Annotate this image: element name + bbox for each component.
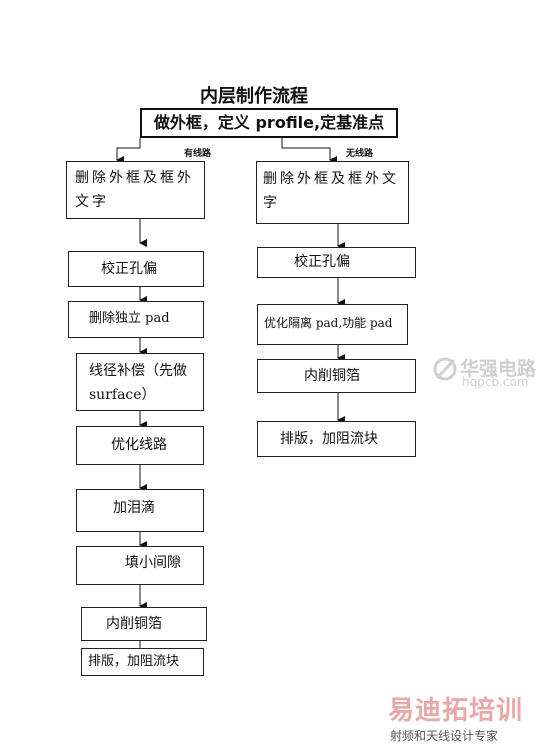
page-title: 内层制作流程 (200, 86, 308, 107)
header-box: 做外框，定义 profile,定基准点 (140, 108, 398, 138)
right-step-5: 排版，加阻流块 (257, 421, 416, 457)
left-step-3: 删除独立 pad (68, 301, 204, 338)
left-step-6: 加泪滴 (76, 489, 204, 532)
left-step-4: 线径补偿（先做surface） (76, 353, 204, 411)
watermark-brand-sub: 射频和天线设计专家 (390, 729, 499, 743)
left-step-8: 内削铜箔 (81, 607, 207, 641)
watermark-site-url: hqpcb.com (462, 375, 529, 389)
right-step-4: 内削铜箔 (257, 359, 416, 393)
left-step-5: 优化线路 (76, 426, 204, 465)
hqpcb-logo-icon (433, 357, 457, 381)
branch-label-right: 无线路 (346, 149, 374, 159)
right-step-3: 优化隔离 pad,功能 pad (257, 304, 408, 345)
left-step-7: 填小间隙 (76, 546, 204, 585)
branch-label-left: 有线路 (184, 149, 212, 159)
branch-right-connector (281, 138, 337, 164)
watermark-brand: 易迪拓培训 (388, 696, 524, 726)
right-step-2: 校正孔偏 (257, 247, 416, 278)
right-step-1: 删除外框及框外文字 (256, 161, 409, 224)
left-step-9: 排版，加阻流块 (81, 648, 204, 676)
left-step-1: 删除外框及框外文字 (66, 161, 205, 219)
left-step-2: 校正孔偏 (68, 251, 204, 287)
watermark-site-name: 华强电路 (460, 358, 537, 380)
branch-left-connector (116, 138, 141, 164)
